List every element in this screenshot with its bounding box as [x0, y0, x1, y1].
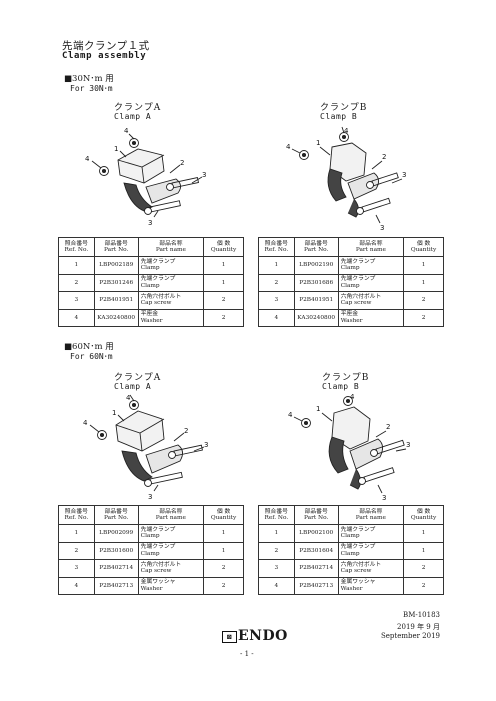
endo-logo-mark-icon: ⊠ — [222, 631, 237, 643]
clamp-title-jp: クランプB — [322, 373, 370, 383]
endo-logo: ⊠ENDO — [222, 628, 288, 644]
callout-label: 1 — [316, 405, 320, 413]
section-label-jp: ■60N･m 用 — [64, 342, 114, 352]
callout-label: 3 — [402, 171, 406, 179]
clamp-b-exploded-drawing: 4 4 1 2 3 3 — [286, 126, 406, 230]
callout-label: 4 — [288, 411, 293, 419]
clamp-title-en: Clamp A — [114, 382, 152, 391]
callout-label: 2 — [382, 153, 386, 161]
document-number: BM-10183 — [403, 611, 440, 619]
clamp-a-exploded-drawing: 4 4 1 2 3 3 — [85, 127, 206, 227]
clamp-a-exploded-drawing: 4 4 1 2 3 3 — [83, 394, 208, 501]
callout-label: 4 — [85, 155, 90, 163]
document-title-jp: 先端クランプ１式 — [62, 40, 150, 52]
clamp-title-en: Clamp B — [322, 382, 360, 391]
callout-label: 3 — [204, 441, 208, 449]
clamp-title-jp: クランプA — [114, 103, 162, 113]
clamp-title-en: Clamp A — [114, 112, 152, 121]
callout-label: 3 — [406, 441, 410, 449]
callout-label: 2 — [180, 159, 184, 167]
document-date-jp: 2019 年 9 月 — [397, 623, 440, 631]
callout-label: 4 — [83, 419, 88, 427]
callout-label: 3 — [148, 219, 152, 227]
callout-label: 1 — [112, 409, 116, 417]
clamp-title-jp: クランプB — [320, 103, 368, 113]
callout-label: 3 — [148, 493, 152, 501]
callout-label: 2 — [386, 423, 390, 431]
document-date-en: September 2019 — [380, 632, 440, 640]
callout-label: 1 — [316, 139, 320, 147]
endo-logo-text: ENDO — [238, 628, 288, 644]
callout-label: 3 — [382, 494, 386, 501]
clamp-title-en: Clamp B — [320, 112, 358, 121]
page-number: - 1 - — [240, 650, 254, 658]
document-title-en: Clamp assembly — [62, 51, 147, 61]
callout-label: 3 — [202, 171, 206, 179]
callout-label: 1 — [114, 145, 118, 153]
callout-label: 4 — [126, 394, 131, 402]
callout-label: 4 — [350, 393, 355, 401]
section-label-jp: ■30N･m 用 — [64, 74, 114, 84]
callout-label: 2 — [184, 427, 188, 435]
callout-label: 4 — [286, 143, 291, 151]
section-label-en: For 60N･m — [70, 352, 113, 361]
callout-label: 3 — [380, 224, 384, 230]
callout-label: 4 — [344, 127, 349, 135]
clamp-b-exploded-drawing: 4 4 1 2 3 3 — [288, 393, 410, 501]
callout-label: 4 — [124, 127, 129, 135]
clamp-title-jp: クランプA — [114, 373, 162, 383]
section-label-en: For 30N･m — [70, 84, 113, 93]
